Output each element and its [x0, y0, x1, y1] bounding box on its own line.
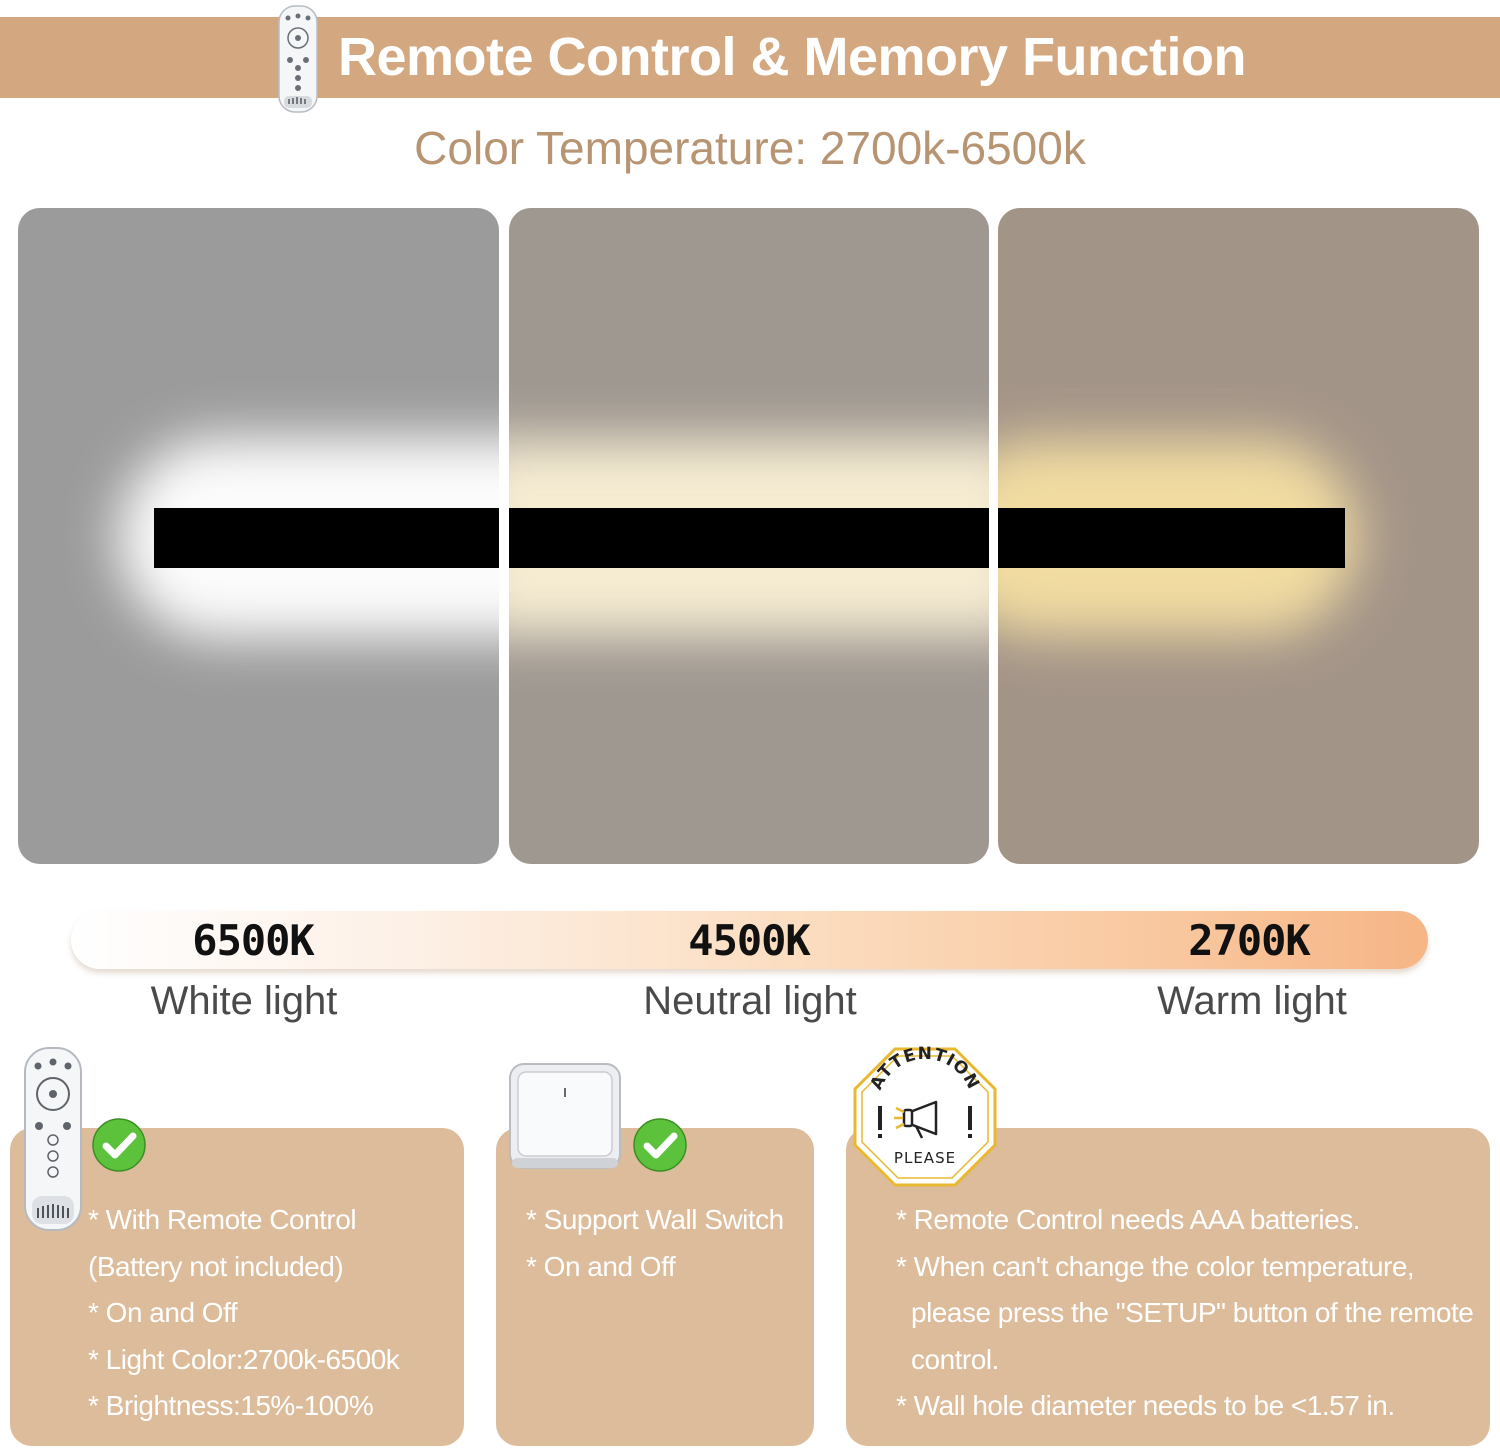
check-icon: [92, 1118, 146, 1172]
check-icon: [633, 1118, 687, 1172]
card-line: * Support Wall Switch: [526, 1204, 784, 1235]
remote-control-icon: [24, 1047, 82, 1231]
remote-feature-card: * With Remote Control (Battery not inclu…: [10, 1128, 464, 1446]
color-temperature-subtitle: Color Temperature: 2700k-6500k: [414, 122, 1086, 174]
wall-switch-icon: [509, 1063, 621, 1169]
temperature-gradient-bar: [71, 911, 1428, 969]
white-light-panel: [18, 208, 499, 864]
badge-bottom-text: PLEASE: [894, 1149, 956, 1167]
wall-switch-card: * Support Wall Switch * On and Off: [496, 1128, 814, 1446]
card-line: control.: [911, 1344, 999, 1375]
remote-control-icon: [278, 5, 318, 113]
card-line: * When can't change the color temperatur…: [896, 1251, 1415, 1282]
card-line: * Remote Control needs AAA batteries.: [896, 1204, 1361, 1235]
card-line: * On and Off: [88, 1297, 238, 1328]
attention-badge-icon: ATTENTION PLEASE: [853, 1046, 997, 1187]
header-band: [0, 17, 1500, 98]
card-line: (Battery not included): [88, 1251, 344, 1282]
card-line: * On and Off: [526, 1251, 676, 1282]
temp-value-2700k: 2700K: [1188, 916, 1310, 965]
temp-value-4500k: 4500K: [688, 916, 810, 965]
temp-label-white: White light: [150, 979, 338, 1023]
warm-light-panel: [998, 208, 1479, 864]
temp-label-warm: Warm light: [1157, 979, 1347, 1023]
lamp-bar: [998, 508, 1345, 568]
card-line: * Light Color:2700k-6500k: [88, 1344, 400, 1375]
card-line: * Brightness:15%-100%: [88, 1390, 374, 1421]
temp-value-6500k: 6500K: [192, 916, 314, 965]
card-line: * Wall hole diameter needs to be <1.57 i…: [896, 1390, 1395, 1421]
card-line: * With Remote Control: [88, 1204, 357, 1235]
card-line: please press the "SETUP" button of the r…: [911, 1297, 1474, 1328]
temp-label-neutral: Neutral light: [643, 979, 857, 1023]
lamp-bar: [509, 508, 989, 568]
neutral-light-panel: [509, 208, 989, 864]
page-title: Remote Control & Memory Function: [338, 27, 1247, 87]
lamp-bar: [154, 508, 499, 568]
